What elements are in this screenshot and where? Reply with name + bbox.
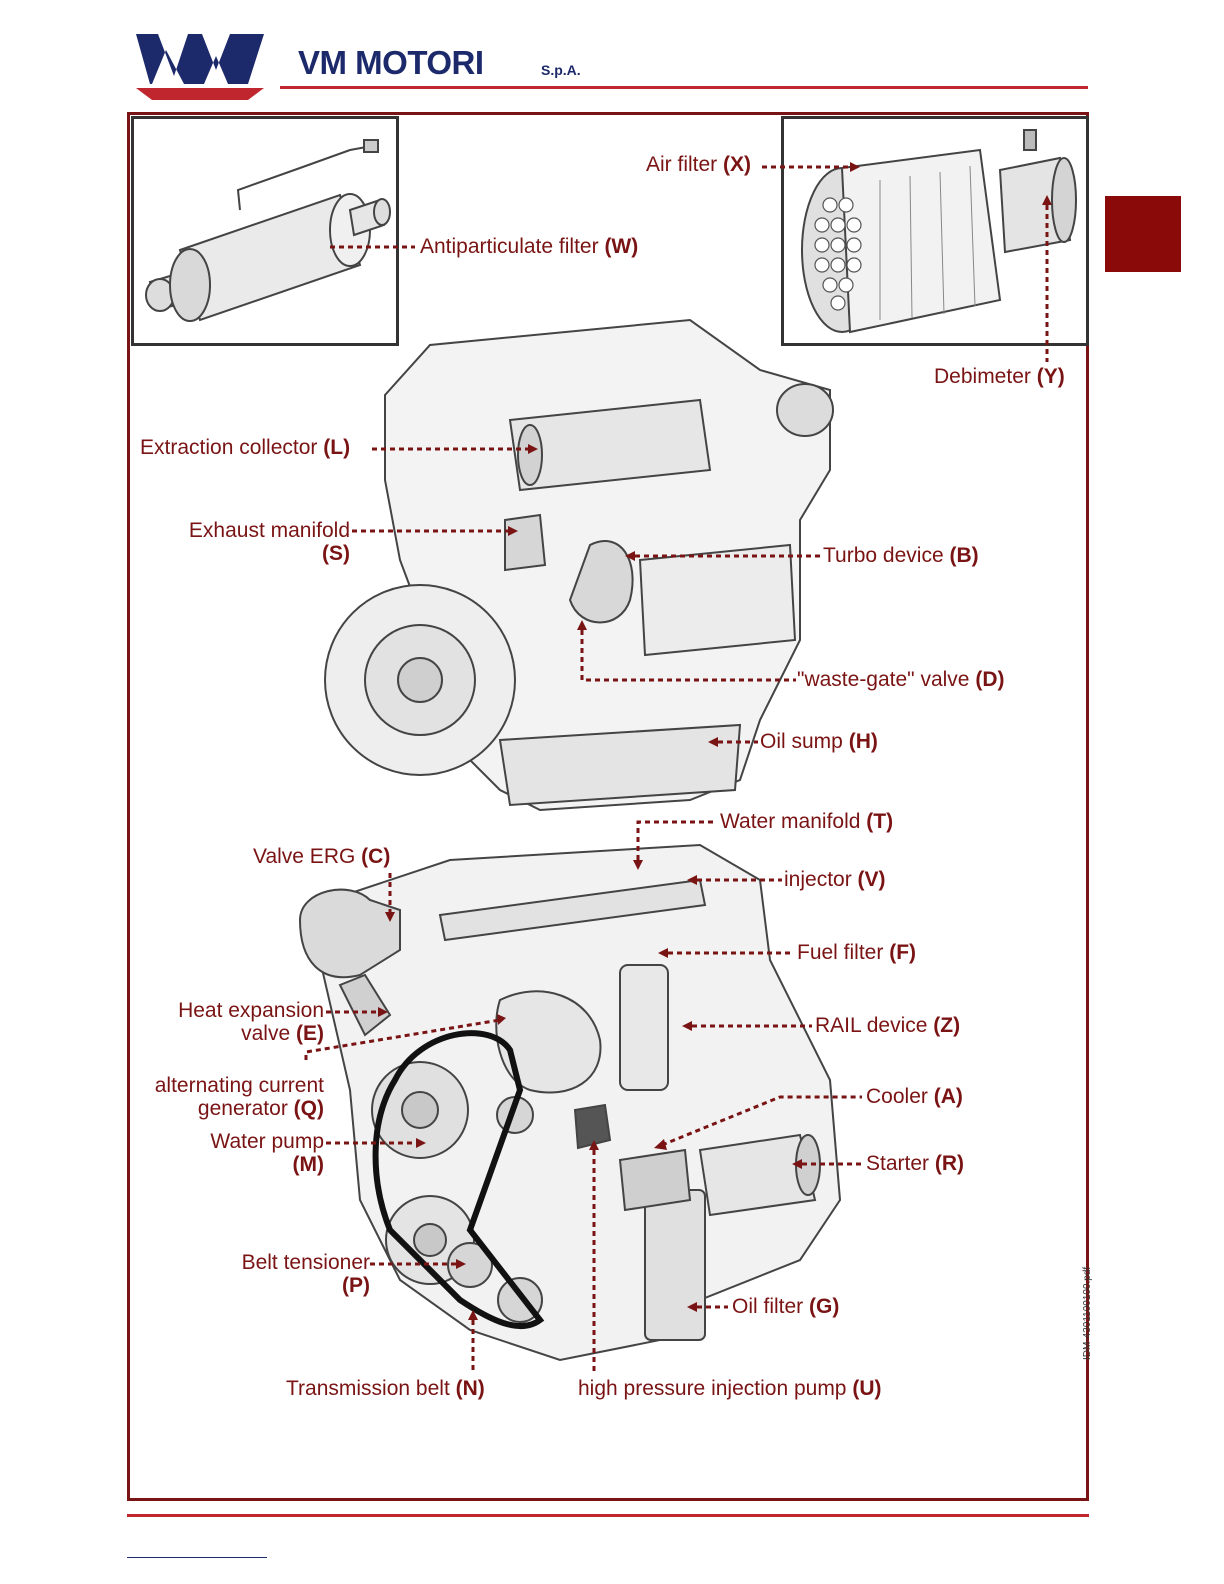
- label-rail-device: RAIL device (Z): [815, 1014, 961, 1037]
- air-filter-drawing: [801, 129, 1077, 334]
- label-valve-erg: Valve ERG (C): [253, 845, 391, 868]
- label-oil-sump: Oil sump (H): [760, 730, 878, 753]
- label-air-filter: Air filter (X): [646, 153, 752, 176]
- brand-name: VM MOTORI: [298, 44, 484, 81]
- label-injector: injector (V): [784, 868, 886, 891]
- label-high-pressure-injection-pump: high pressure injection pump (U): [578, 1377, 882, 1400]
- vm-logo: ®: [136, 30, 264, 100]
- label-oil-filter: Oil filter (G): [732, 1295, 840, 1318]
- label-water-pump: Water pump(M): [210, 1130, 324, 1176]
- label-fuel-filter: Fuel filter (F): [797, 941, 917, 964]
- header-rule: [280, 86, 1088, 89]
- footer-rule: [127, 1514, 1089, 1517]
- label-cooler: Cooler (A): [866, 1085, 963, 1108]
- footer-short-rule: [127, 1557, 267, 1558]
- label-extraction-collector: Extraction collector (L): [140, 436, 351, 459]
- brand-suffix: S.p.A.: [541, 62, 581, 78]
- upper-engine-drawing: [324, 318, 834, 812]
- label-debimeter: Debimeter (Y): [934, 365, 1065, 388]
- figure-frame: [127, 112, 1089, 1501]
- label-turbo-device: Turbo device (B): [823, 544, 979, 567]
- label-waste-gate-valve: "waste-gate" valve (D): [797, 668, 1005, 691]
- label-exhaust-manifold: Exhaust manifold(S): [188, 519, 350, 565]
- antiparticulate-filter-drawing: [145, 139, 391, 322]
- label-antiparticulate-filter: Antiparticulate filter (W): [420, 235, 639, 258]
- lower-engine-drawing: [298, 843, 842, 1362]
- transmission-belt-drawing: [372, 1030, 545, 1330]
- label-transmission-belt: Transmission belt (N): [286, 1377, 485, 1400]
- figure-code: IDM-4301100100.pdf: [1082, 1266, 1093, 1360]
- leader-lines: [304, 165, 1049, 1372]
- label-starter: Starter (R): [866, 1152, 965, 1175]
- label-belt-tensioner: Belt tensioner(P): [241, 1251, 370, 1297]
- svg-text:®: ®: [252, 35, 261, 45]
- chapter-tab: [1105, 196, 1181, 272]
- label-water-manifold: Water manifold (T): [720, 810, 894, 833]
- leader-arrowheads: [378, 162, 1052, 1320]
